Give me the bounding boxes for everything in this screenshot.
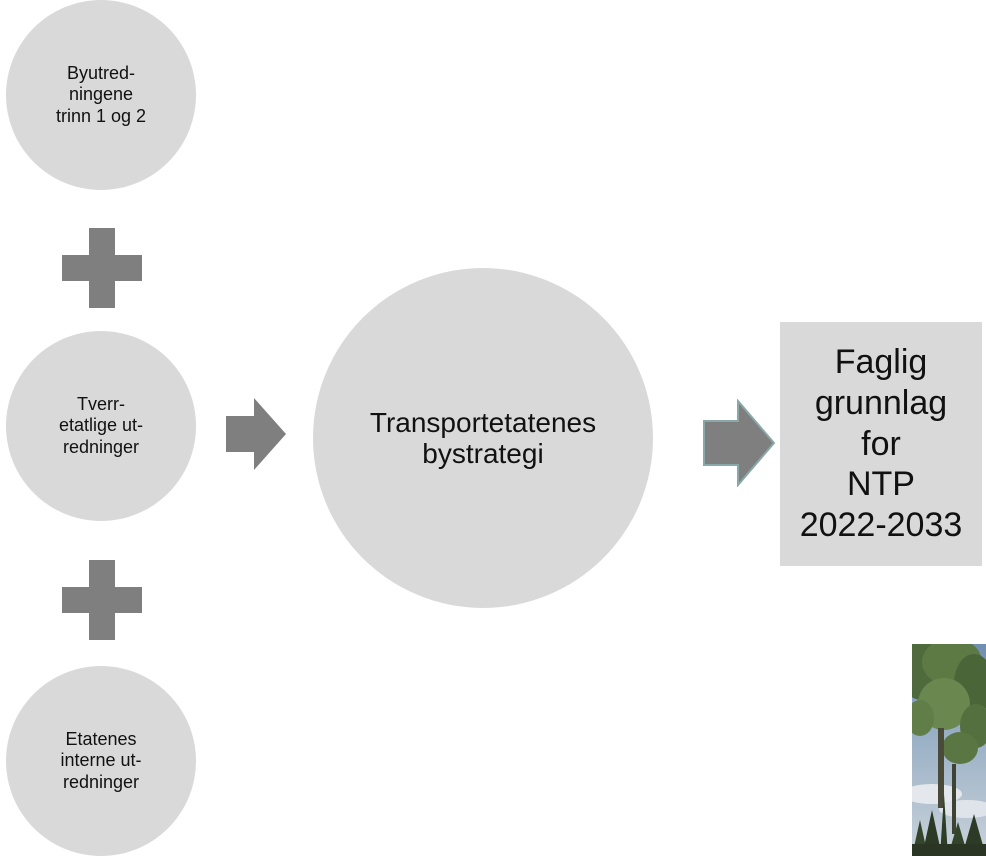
input-node-byutredningene: Byutred- ningene trinn 1 og 2 bbox=[6, 0, 196, 190]
plus-icon bbox=[62, 560, 142, 640]
input-node-label: Etatenes interne ut- redninger bbox=[60, 729, 142, 792]
arrow-right-icon bbox=[226, 398, 286, 470]
center-node-bystrategi: Transportetatenes bystrategi bbox=[313, 268, 653, 608]
output-node-ntp: Faglig grunnlag for NTP 2022-2033 bbox=[780, 322, 982, 566]
input-node-label: Byutred- ningene trinn 1 og 2 bbox=[55, 63, 147, 126]
tree-sky-photo bbox=[912, 644, 986, 856]
center-node-label: Transportetatenes bystrategi bbox=[369, 406, 597, 469]
output-node-label: Faglig grunnlag for NTP 2022-2033 bbox=[799, 343, 963, 545]
plus-icon bbox=[62, 228, 142, 308]
input-node-etatenes-interne: Etatenes interne ut- redninger bbox=[6, 666, 196, 856]
arrow-right-icon bbox=[703, 399, 776, 487]
input-node-label: Tverr- etatlige ut- redninger bbox=[58, 394, 144, 457]
input-node-tverretatlige: Tverr- etatlige ut- redninger bbox=[6, 331, 196, 521]
